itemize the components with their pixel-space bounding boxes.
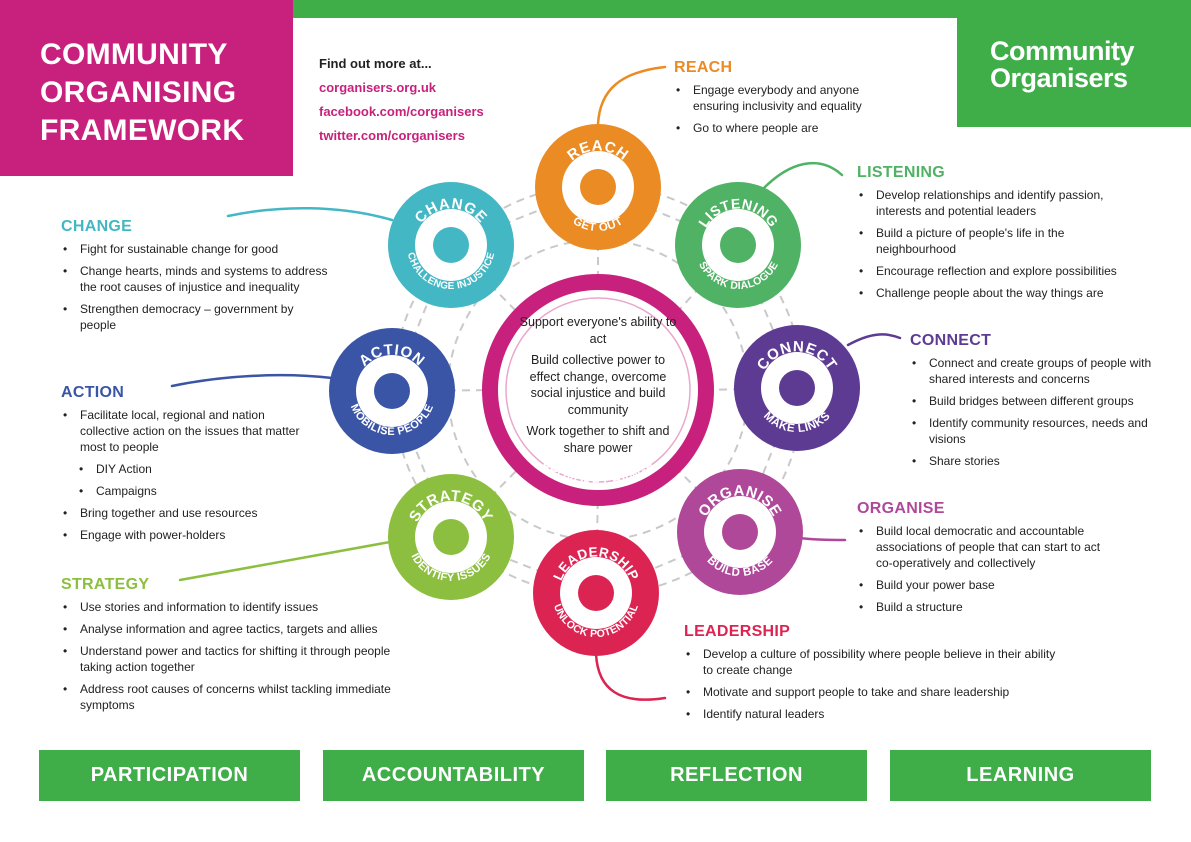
list-item: Build local democratic and accountable a… [857, 523, 1117, 571]
list-item: Build a picture of people's life in the … [857, 225, 1147, 257]
power-line-1: Support everyone's ability to act [519, 315, 677, 346]
section-listening-heading: LISTENING [857, 164, 946, 181]
section-organise: ORGANISE Build local democratic and acco… [857, 501, 1117, 621]
section-change: CHANGE Fight for sustainable change for … [61, 219, 331, 339]
section-connect: CONNECT Connect and create groups of peo… [910, 333, 1155, 475]
list-item: Build a structure [857, 599, 1117, 615]
section-leadership-heading: LEADERSHIP [684, 623, 791, 640]
section-organise-heading: ORGANISE [857, 500, 945, 517]
list-item: Develop relationships and identify passi… [857, 187, 1147, 219]
pointer-lines [170, 65, 902, 701]
value-participation: PARTICIPATION [39, 750, 300, 801]
list-item: Change hearts, minds and systems to addr… [61, 263, 331, 295]
section-reach-list: Engage everybody and anyone ensuring inc… [674, 82, 884, 136]
power-line-2: Build collective power to effect change,… [529, 353, 667, 417]
link-website[interactable]: corganisers.org.uk [319, 80, 437, 95]
list-item: Identify community resources, needs and … [910, 415, 1155, 447]
list-item: Fight for sustainable change for good [61, 241, 331, 257]
value-learning: LEARNING [890, 750, 1151, 801]
list-item: Go to where people are [674, 120, 884, 136]
section-action: ACTION Facilitate local, regional and na… [61, 385, 316, 549]
section-listening: LISTENING Develop relationships and iden… [857, 165, 1147, 307]
list-item: Facilitate local, regional and nation co… [61, 407, 316, 455]
page-title: COMMUNITY ORGANISING FRAMEWORK [40, 38, 245, 147]
list-item: Share stories [910, 453, 1155, 469]
title-block: COMMUNITY ORGANISING FRAMEWORK [0, 0, 293, 176]
list-item: Engage with power-holders [61, 527, 316, 543]
value-reflection: REFLECTION [606, 750, 867, 801]
section-action-list: Facilitate local, regional and nation co… [61, 407, 316, 543]
ring-leadership: LEADERSHIP UNLOCK POTENTIAL [533, 530, 659, 656]
section-leadership: LEADERSHIP Develop a culture of possibil… [684, 624, 1064, 728]
section-reach: REACH Engage everybody and anyone ensuri… [674, 60, 884, 142]
link-facebook[interactable]: facebook.com/corganisers [319, 104, 484, 119]
list-subitem: Campaigns [61, 483, 316, 499]
list-item: Address root causes of concerns whilst t… [61, 681, 401, 713]
list-item: Use stories and information to identify … [61, 599, 401, 615]
list-item: Build your power base [857, 577, 1117, 593]
section-strategy-heading: STRATEGY [61, 576, 150, 593]
section-change-list: Fight for sustainable change for good Ch… [61, 241, 331, 333]
ring-reach: REACH GET OUT [535, 124, 661, 250]
list-item: Strengthen democracy – government by peo… [61, 301, 331, 333]
list-item: Encourage reflection and explore possibi… [857, 263, 1147, 279]
section-reach-heading: REACH [674, 59, 733, 76]
ring-listening: LISTENING SPARK DIALOGUE [675, 182, 801, 308]
list-item: Identify natural leaders [684, 706, 1064, 722]
ring-strategy: STRATEGY IDENTIFY ISSUES [388, 474, 514, 600]
list-item: Develop a culture of possibility where p… [684, 646, 1064, 678]
section-strategy-list: Use stories and information to identify … [61, 599, 401, 713]
section-organise-list: Build local democratic and accountable a… [857, 523, 1117, 615]
list-item: Connect and create groups of people with… [910, 355, 1155, 387]
power-ring: POWER PROVOKE CHANGE [482, 274, 714, 506]
power-description: Support everyone's ability to act Build … [515, 314, 681, 461]
link-twitter[interactable]: twitter.com/corganisers [319, 128, 465, 143]
list-item: Challenge people about the way things ar… [857, 285, 1147, 301]
list-item: Engage everybody and anyone ensuring inc… [674, 82, 884, 114]
list-item: Understand power and tactics for shiftin… [61, 643, 401, 675]
value-accountability: ACCOUNTABILITY [323, 750, 584, 801]
ring-action: ACTION MOBILISE PEOPLE [329, 328, 455, 454]
logo-block: Community Organisers [957, 0, 1191, 127]
logo-text-line1: Community [990, 36, 1135, 66]
list-item: Build bridges between different groups [910, 393, 1155, 409]
list-item: Motivate and support people to take and … [684, 684, 1064, 700]
section-connect-list: Connect and create groups of people with… [910, 355, 1155, 469]
ring-reach-bottom-label: GET OUT [571, 215, 625, 234]
section-connect-heading: CONNECT [910, 332, 992, 349]
section-action-heading: ACTION [61, 384, 125, 401]
ring-organise: ORGANISE BUILD BASE [677, 469, 803, 595]
ring-connect: CONNECT MAKE LINKS [734, 325, 860, 451]
list-item: Bring together and use resources [61, 505, 316, 521]
list-item: Analyse information and agree tactics, t… [61, 621, 401, 637]
section-leadership-list: Develop a culture of possibility where p… [684, 646, 1064, 722]
power-line-3: Work together to shift and share power [526, 424, 670, 455]
ring-change: CHANGE CHALLENGE INJUSTICE [388, 182, 514, 308]
find-out-heading: Find out more at... [319, 56, 432, 71]
find-out-more: Find out more at... corganisers.org.uk f… [319, 52, 484, 148]
section-strategy: STRATEGY Use stories and information to … [61, 577, 401, 719]
section-listening-list: Develop relationships and identify passi… [857, 187, 1147, 301]
section-change-heading: CHANGE [61, 218, 133, 235]
list-subitem: DIY Action [61, 461, 316, 477]
logo-text-line2: Organisers [990, 63, 1128, 93]
